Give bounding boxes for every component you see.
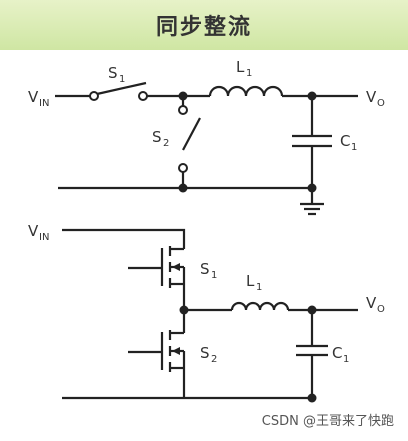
bottom-l1-sub: 1 — [256, 282, 262, 293]
s2-contact-top — [178, 105, 188, 115]
bottom-s1-label: S — [200, 260, 210, 278]
s2-label: S — [152, 128, 162, 146]
s1-blade — [96, 81, 147, 96]
bottom-l1-label: L — [246, 272, 255, 290]
bottom-c1-label: C — [332, 344, 342, 362]
top-vin-label: V — [28, 88, 39, 106]
top-vin-sub: IN — [39, 98, 49, 109]
bottom-s2-label: S — [200, 344, 210, 362]
top-circuit: V IN S 1 L 1 V O S 2 C 1 — [28, 58, 385, 216]
page-title: 同步整流 — [155, 15, 252, 40]
s2-contact-bottom — [178, 163, 188, 173]
bottom-vin-sub: IN — [39, 232, 49, 243]
top-ground-junction-s2 — [178, 183, 188, 193]
bottom-c1-sub: 1 — [343, 354, 349, 365]
bottom-inductor-l1 — [230, 301, 290, 311]
q2-mosfet — [128, 310, 186, 398]
top-inductor-l1 — [208, 85, 284, 97]
s2-sub: 2 — [163, 138, 169, 149]
s1-contact-left — [89, 91, 99, 101]
top-vo-sub: O — [377, 98, 385, 109]
s2-blade — [182, 117, 201, 151]
bottom-s1-sub: 1 — [211, 270, 217, 281]
s1-contact-right — [138, 91, 148, 101]
s1-sub: 1 — [119, 74, 125, 85]
title-bar: 同步整流 — [0, 0, 408, 50]
bottom-vo-sub: O — [377, 304, 385, 315]
top-c1-sub: 1 — [351, 142, 357, 153]
bottom-s2-sub: 2 — [211, 354, 217, 365]
s1-label: S — [108, 64, 118, 82]
top-c1-label: C — [340, 132, 350, 150]
top-l1-sub: 1 — [246, 68, 252, 79]
bottom-vin-label: V — [28, 222, 39, 240]
q1-mosfet — [128, 246, 186, 310]
bottom-circuit: V IN S 1 L 1 V O — [28, 222, 385, 403]
top-vo-label: V — [366, 88, 377, 106]
bottom-vin-wire — [62, 228, 186, 249]
bottom-ground-junction — [307, 393, 317, 403]
watermark: CSDN @王哥来了快跑 — [261, 414, 394, 429]
bottom-vo-label: V — [366, 294, 377, 312]
top-l1-label: L — [236, 58, 245, 76]
